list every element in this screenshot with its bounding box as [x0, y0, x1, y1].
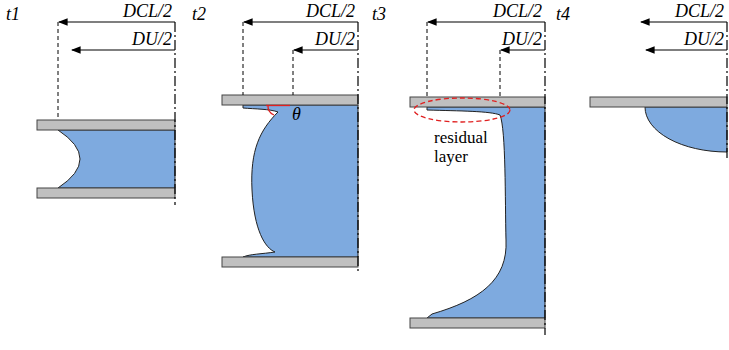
dimension-arrows [59, 22, 727, 50]
liquid [58, 105, 727, 318]
time-label: t1 [6, 4, 20, 24]
annotation: residual layer [434, 128, 514, 166]
residual-highlight [414, 98, 510, 122]
extension-lines [58, 22, 500, 120]
time-label: t2 [192, 4, 206, 24]
time-label: t4 [556, 4, 570, 24]
dimension-label: DU/2 [684, 29, 724, 49]
dimension-label: DCL/2 [493, 1, 542, 21]
dimension-label: DU/2 [132, 29, 172, 49]
time-label: t3 [372, 4, 386, 24]
dimension-label: DCL/2 [306, 1, 355, 21]
plates [37, 95, 727, 328]
angle-label: θ [292, 104, 301, 124]
dimension-label: DCL/2 [675, 1, 724, 21]
dimension-label: DU/2 [315, 29, 355, 49]
dimension-label: DCL/2 [123, 1, 172, 21]
contact-angle [266, 105, 290, 115]
symmetry-axis [175, 22, 727, 335]
dimension-label: DU/2 [502, 29, 542, 49]
